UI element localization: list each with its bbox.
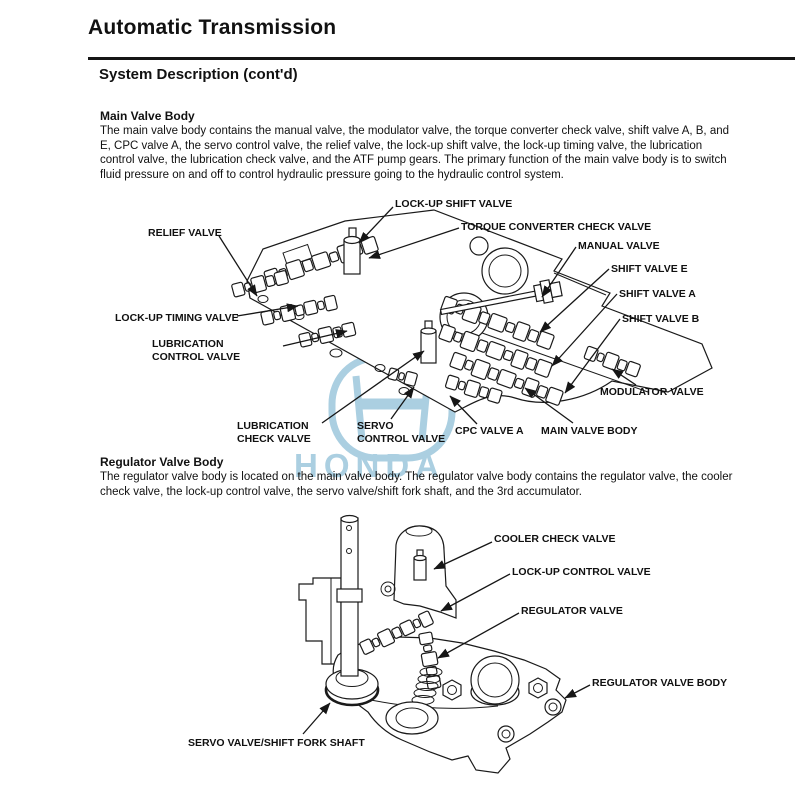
leader-servo-valve-shift-fork-shaft [302,702,331,735]
cooler-check-valve-part [413,549,427,581]
leader-regulator-valve [437,612,520,659]
regulator-valve-body-diagram [298,514,591,774]
label-modulator-valve: MODULATOR VALVE [600,386,704,398]
label-cooler-check-valve: COOLER CHECK VALVE [494,533,616,545]
leader-servo-control-valve [390,386,415,420]
section-title: System Description (cont'd) [99,66,298,83]
label-torque-converter-check-valve: TORQUE CONVERTER CHECK VALVE [461,221,652,233]
label-regulator-valve: REGULATOR VALVE [521,605,623,617]
relief-valve-part [231,270,289,298]
bolt-part [442,679,462,701]
diagram2-leader-lines [302,541,591,735]
regulator-valve-body-heading: Regulator Valve Body [100,455,224,469]
bracket-part [298,577,342,665]
label-shift-valve-e: SHIFT VALVE E [611,263,688,275]
regulator-valve-body-base [332,636,567,774]
label-servo-valve-shift-fork-shaft: SERVO VALVE/SHIFT FORK SHAFT [188,737,365,749]
leader-shift-valve-e [539,268,610,333]
leader-manual-valve [541,246,577,298]
label-line: LUBRICATION [152,338,224,350]
label-line: LUBRICATION [237,420,309,432]
lubrication-check-valve-part [420,320,437,364]
label-line: CONTROL VALVE [357,432,446,445]
bolt-part [528,677,548,699]
label-lockup-shift-valve: LOCK-UP SHIFT VALVE [395,198,513,210]
servo-valve-shift-fork-shaft-part [324,514,380,707]
shift-valve-a-part [438,323,553,378]
page-title: Automatic Transmission [88,16,337,39]
label-cpc-valve-a: CPC VALVE A [455,425,524,437]
leader-modulator-valve [611,368,637,386]
torque-converter-check-valve-part [343,227,361,275]
label-regulator-valve-body: REGULATOR VALVE BODY [592,677,728,689]
shift-valve-e-part [440,295,555,350]
label-shift-valve-b: SHIFT VALVE B [622,313,700,325]
regulator-valve-body-paragraph: The regulator valve body is located on t… [100,471,733,498]
leader-shift-valve-a [551,293,618,367]
leader-regulator-valve-body [564,684,591,699]
cpc-valve-a-part [444,374,503,404]
leader-lubrication-control-valve [282,329,348,347]
honda-watermark-text: HONDA [294,447,445,484]
modulator-valve-part [583,345,641,378]
main-valve-body-diagram [218,206,713,425]
main-valve-body-paragraph: The main valve body contains the manual … [100,125,730,181]
leader-cooler-check-valve [433,541,493,570]
label-manual-valve: MANUAL VALVE [578,240,660,252]
label-servo-control-valve: SERVO CONTROL VALVE [357,420,445,445]
leader-cpc-valve-a [449,395,478,425]
leader-lockup-timing-valve [236,303,299,317]
diagram1-leader-lines [218,206,637,425]
shift-valve-b-part [449,351,564,406]
leader-shift-valve-b [564,318,621,394]
leader-main-valve-body [524,387,574,424]
label-lubrication-check-valve: LUBRICATION CHECK VALVE [237,420,311,445]
label-relief-valve: RELIEF VALVE [148,227,222,239]
main-valve-body-heading: Main Valve Body [100,109,195,123]
header-rule [88,57,795,60]
regulator-spring-part [385,667,443,735]
label-lubrication-control-valve: LUBRICATION CONTROL VALVE [152,338,240,363]
leader-lubrication-check-valve [321,350,425,424]
servo-control-valve-part [387,367,418,387]
label-lockup-control-valve: LOCK-UP CONTROL VALVE [512,566,651,578]
leader-lockup-shift-valve [358,206,394,244]
lockup-control-valve-part [359,610,434,655]
label-shift-valve-a: SHIFT VALVE A [619,288,696,300]
label-line: CHECK VALVE [237,432,311,445]
label-line: SERVO [357,420,394,432]
leader-relief-valve [218,235,258,297]
label-main-valve-body: MAIN VALVE BODY [541,425,638,437]
label-line: CONTROL VALVE [152,350,241,363]
leader-lockup-control-valve [440,573,511,612]
regulator-valve-part [418,631,442,690]
label-lockup-timing-valve: LOCK-UP TIMING VALVE [115,312,239,324]
leader-torque-converter-check-valve [368,227,460,259]
